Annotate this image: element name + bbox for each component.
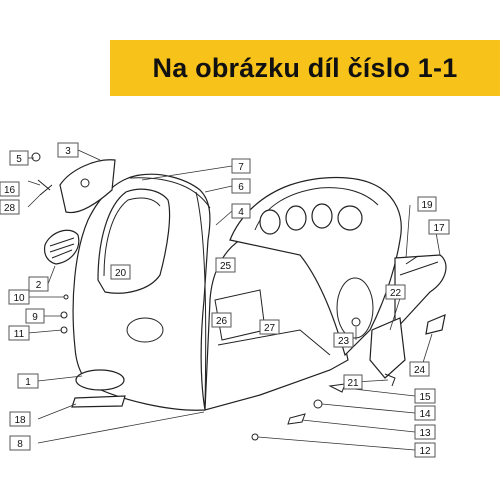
callout-number: 3 — [65, 146, 71, 157]
callout-number: 6 — [238, 182, 244, 193]
callout-19: 19 — [417, 196, 437, 212]
callout-number: 21 — [347, 378, 359, 389]
callout-number: 20 — [115, 268, 127, 279]
callout-number: 19 — [421, 200, 433, 211]
part-number-banner: Na obrázku díl číslo 1-1 — [110, 40, 500, 96]
callout-number: 7 — [238, 162, 244, 173]
callout-number: 23 — [338, 336, 350, 347]
callout-5: 5 — [9, 150, 29, 166]
callout-7: 7 — [231, 158, 251, 174]
callout-13: 13 — [414, 424, 436, 440]
callout-6: 6 — [231, 178, 251, 194]
callout-18: 18 — [9, 411, 31, 427]
callout-number: 17 — [433, 223, 445, 234]
callout-14: 14 — [414, 405, 436, 421]
callout-1: 1 — [17, 373, 39, 389]
callout-20: 20 — [110, 264, 131, 280]
callout-26: 26 — [211, 312, 232, 328]
callout-28: 28 — [0, 199, 20, 215]
callout-number: 1 — [25, 377, 31, 388]
callout-number: 24 — [414, 365, 426, 376]
leader-lines — [27, 149, 441, 451]
callout-number: 26 — [216, 316, 228, 327]
callout-11: 11 — [8, 325, 30, 341]
callout-27: 27 — [259, 319, 280, 335]
callout-4: 4 — [231, 203, 251, 219]
callout-8: 8 — [9, 435, 31, 451]
callout-12: 12 — [414, 442, 436, 458]
callout-number: 9 — [32, 312, 38, 323]
scooter-body-drawing — [31, 152, 447, 441]
callout-number: 22 — [390, 288, 402, 299]
callout-number: 13 — [419, 428, 431, 439]
callout-10: 10 — [8, 289, 30, 305]
callout-24: 24 — [409, 361, 430, 377]
callout-25: 25 — [215, 257, 236, 273]
callout-number: 25 — [220, 261, 232, 272]
callout-number: 28 — [4, 203, 16, 214]
callout-22: 22 — [385, 284, 406, 300]
callout-number: 27 — [264, 323, 276, 334]
callout-number: 5 — [16, 154, 22, 165]
banner-text: Na obrázku díl číslo 1-1 — [152, 53, 458, 83]
callout-17: 17 — [428, 219, 450, 235]
callout-number: 2 — [36, 280, 42, 291]
callout-16: 16 — [0, 181, 20, 197]
callout-labels: 1 2 3 4 5 6 7 8 9 10 11 12 13 14 15 16 1… — [0, 142, 450, 458]
callout-2: 2 — [28, 276, 49, 292]
callout-23: 23 — [333, 332, 354, 348]
callout-9: 9 — [25, 308, 45, 324]
callout-number: 15 — [419, 392, 431, 403]
callout-number: 16 — [4, 185, 16, 196]
callout-number: 11 — [14, 329, 25, 340]
callout-number: 12 — [419, 446, 431, 457]
callout-number: 10 — [13, 293, 25, 304]
callout-number: 14 — [419, 409, 431, 420]
callout-21: 21 — [343, 374, 363, 390]
callout-number: 18 — [14, 415, 26, 426]
callout-15: 15 — [414, 388, 436, 404]
callout-number: 8 — [17, 439, 23, 450]
callout-3: 3 — [57, 142, 79, 158]
callout-number: 4 — [238, 207, 244, 218]
